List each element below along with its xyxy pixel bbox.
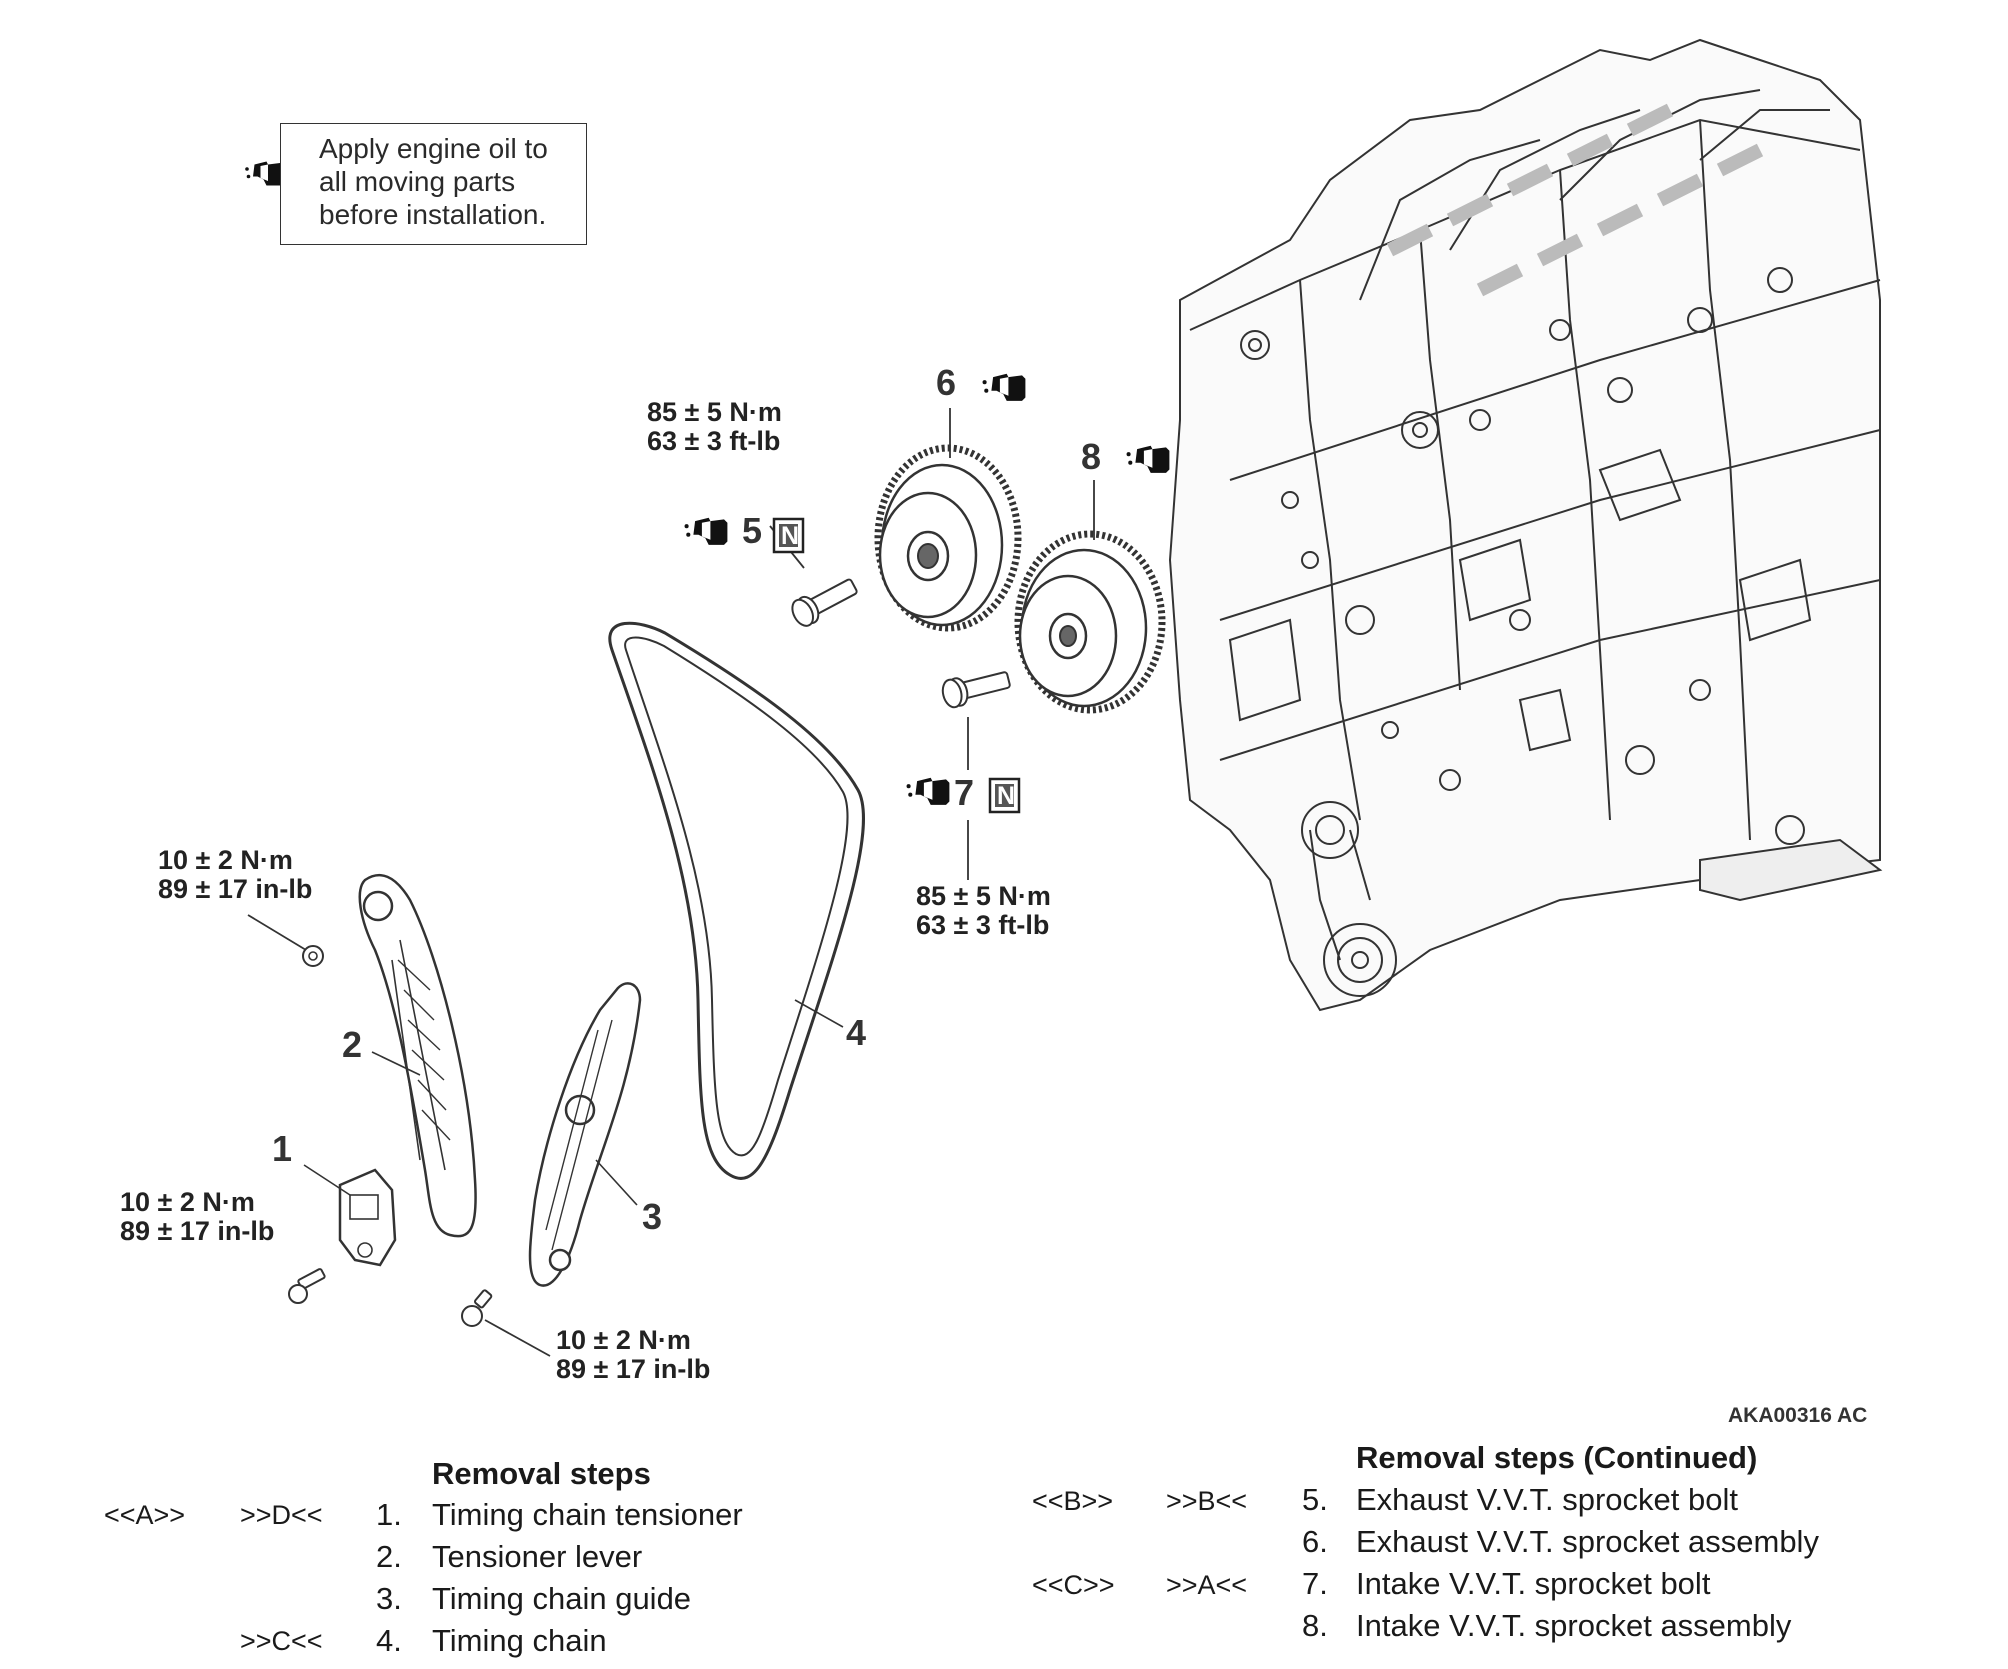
- callout-1: 1: [272, 1128, 293, 1169]
- timing-chain-guide: [528, 982, 642, 1287]
- oil-can-icon: [982, 373, 1026, 401]
- exhaust-vvt-sprocket: [874, 408, 1022, 632]
- step-label: Exhaust V.V.T. sprocket bolt: [1356, 1482, 1738, 1517]
- tensioner-bolt: [288, 1268, 326, 1304]
- step-number: 5.: [1302, 1482, 1328, 1517]
- step-number: 1.: [376, 1497, 402, 1532]
- torque-spec-1: 10 ± 2 N·m 89 ± 17 in-lb: [120, 1188, 274, 1246]
- removal-code: <<C>>: [1032, 1570, 1115, 1600]
- step-number: 4.: [376, 1623, 402, 1658]
- torque-imperial: 89 ± 17 in-lb: [120, 1216, 275, 1246]
- torque-imperial: 89 ± 17 in-lb: [556, 1354, 711, 1384]
- torque-nm: 10 ± 2 N·m: [158, 845, 293, 875]
- intake-vvt-sprocket-bolt: [939, 664, 1013, 880]
- tensioner-lever-bolt: [247, 914, 324, 967]
- step-label: Timing chain guide: [432, 1581, 692, 1616]
- note-line: all moving parts: [319, 166, 516, 197]
- tensioner-lever: [358, 874, 477, 1238]
- timing-chain-tensioner: [303, 1164, 397, 1267]
- torque-nm: 10 ± 2 N·m: [120, 1187, 255, 1217]
- step-label: Intake V.V.T. sprocket assembly: [1356, 1608, 1792, 1643]
- torque-spec-2: 10 ± 2 N·m 89 ± 17 in-lb: [158, 846, 312, 904]
- step-label: Exhaust V.V.T. sprocket assembly: [1356, 1524, 1819, 1559]
- note-text: Apply engine oil to all moving parts bef…: [319, 132, 548, 231]
- oil-can-icon: [1126, 445, 1170, 473]
- oil-can-icon: [906, 777, 950, 805]
- step-number: 2.: [376, 1539, 402, 1574]
- torque-spec-5: 85 ± 5 N·m 63 ± 3 ft-lb: [647, 398, 782, 456]
- chain-guide-bolt: [461, 1289, 551, 1357]
- callout-4: 4: [846, 1012, 867, 1053]
- note-box: Apply engine oil to all moving parts bef…: [280, 123, 587, 245]
- step-number: 8.: [1302, 1608, 1328, 1643]
- removal-steps-continued-title: Removal steps (Continued): [1356, 1440, 1758, 1475]
- removal-code: <<B>>: [1032, 1486, 1114, 1516]
- callout-2: 2: [342, 1024, 363, 1065]
- torque-spec-7: 85 ± 5 N·m 63 ± 3 ft-lb: [916, 882, 1051, 940]
- step-label: Timing chain: [432, 1623, 607, 1658]
- step-number: 7.: [1302, 1566, 1328, 1601]
- step-label: Intake V.V.T. sprocket bolt: [1356, 1566, 1711, 1601]
- removal-code: <<A>>: [104, 1500, 186, 1530]
- step-label: Timing chain tensioner: [432, 1497, 743, 1532]
- engine-block: [1168, 38, 1883, 1012]
- install-code: >>D<<: [240, 1500, 323, 1530]
- n-marker-label: N: [781, 522, 800, 550]
- torque-imperial: 89 ± 17 in-lb: [158, 874, 313, 904]
- intake-vvt-sprocket: [1014, 480, 1166, 714]
- step-number: 6.: [1302, 1524, 1328, 1559]
- torque-nm: 10 ± 2 N·m: [556, 1325, 691, 1355]
- note-line: Apply engine oil to: [319, 133, 548, 164]
- step-number: 3.: [376, 1581, 402, 1616]
- n-marker: [988, 777, 1021, 814]
- callout-3: 3: [642, 1196, 663, 1237]
- oil-can-icon: [684, 517, 728, 545]
- torque-imperial: 63 ± 3 ft-lb: [647, 426, 781, 456]
- install-code: >>C<<: [240, 1626, 323, 1656]
- torque-spec-3: 10 ± 2 N·m 89 ± 17 in-lb: [556, 1326, 710, 1384]
- figure-id: AKA00316 AC: [1728, 1404, 1868, 1427]
- n-marker-label: N: [997, 782, 1016, 810]
- torque-nm: 85 ± 5 N·m: [916, 881, 1051, 911]
- torque-nm: 85 ± 5 N·m: [647, 397, 782, 427]
- install-code: >>B<<: [1166, 1486, 1248, 1516]
- callout-5: 5: [742, 510, 763, 551]
- note-line: before installation.: [319, 199, 547, 230]
- oil-can-icon: [245, 161, 283, 186]
- torque-imperial: 63 ± 3 ft-lb: [916, 910, 1050, 940]
- step-label: Tensioner lever: [432, 1539, 643, 1574]
- callout-7: 7: [954, 772, 975, 813]
- callout-6: 6: [936, 362, 957, 403]
- timing-chain: [608, 621, 866, 1180]
- n-marker: [772, 517, 805, 554]
- install-code: >>A<<: [1166, 1570, 1248, 1600]
- callout-8: 8: [1081, 436, 1102, 477]
- removal-steps-title: Removal steps: [432, 1456, 651, 1491]
